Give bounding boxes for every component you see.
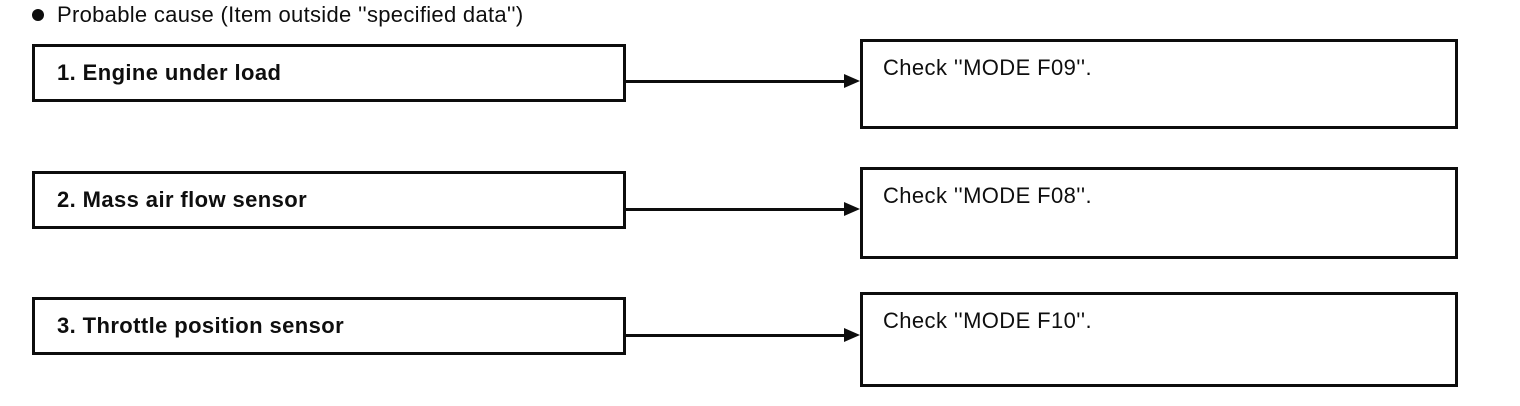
check-box-label: Check ''MODE F09''. xyxy=(883,55,1093,80)
cause-box-label: 3. Throttle position sensor xyxy=(57,313,345,338)
check-box-mode-f10: Check ''MODE F10''. xyxy=(860,292,1458,387)
heading-label: Probable cause (Item outside ''specified… xyxy=(57,2,524,27)
cause-box-label: 2. Mass air flow sensor xyxy=(57,187,308,212)
right-arrowhead-icon xyxy=(844,202,860,216)
flow-arrow-1 xyxy=(626,74,860,89)
cause-box-throttle-position-sensor: 3. Throttle position sensor xyxy=(32,297,626,355)
flow-arrow-2 xyxy=(626,202,860,217)
cause-box-mass-air-flow-sensor: 2. Mass air flow sensor xyxy=(32,171,626,229)
check-box-label: Check ''MODE F10''. xyxy=(883,308,1093,333)
arrow-shaft xyxy=(626,80,844,83)
check-box-label: Check ''MODE F08''. xyxy=(883,183,1093,208)
arrow-shaft xyxy=(626,334,844,337)
arrow-shaft xyxy=(626,208,844,211)
probable-cause-heading: Probable cause (Item outside ''specified… xyxy=(32,2,524,28)
cause-box-label: 1. Engine under load xyxy=(57,60,282,85)
right-arrowhead-icon xyxy=(844,74,860,88)
cause-box-engine-under-load: 1. Engine under load xyxy=(32,44,626,102)
right-arrowhead-icon xyxy=(844,328,860,342)
check-box-mode-f08: Check ''MODE F08''. xyxy=(860,167,1458,259)
flow-arrow-3 xyxy=(626,328,860,343)
bullet-icon xyxy=(32,9,44,21)
check-box-mode-f09: Check ''MODE F09''. xyxy=(860,39,1458,129)
